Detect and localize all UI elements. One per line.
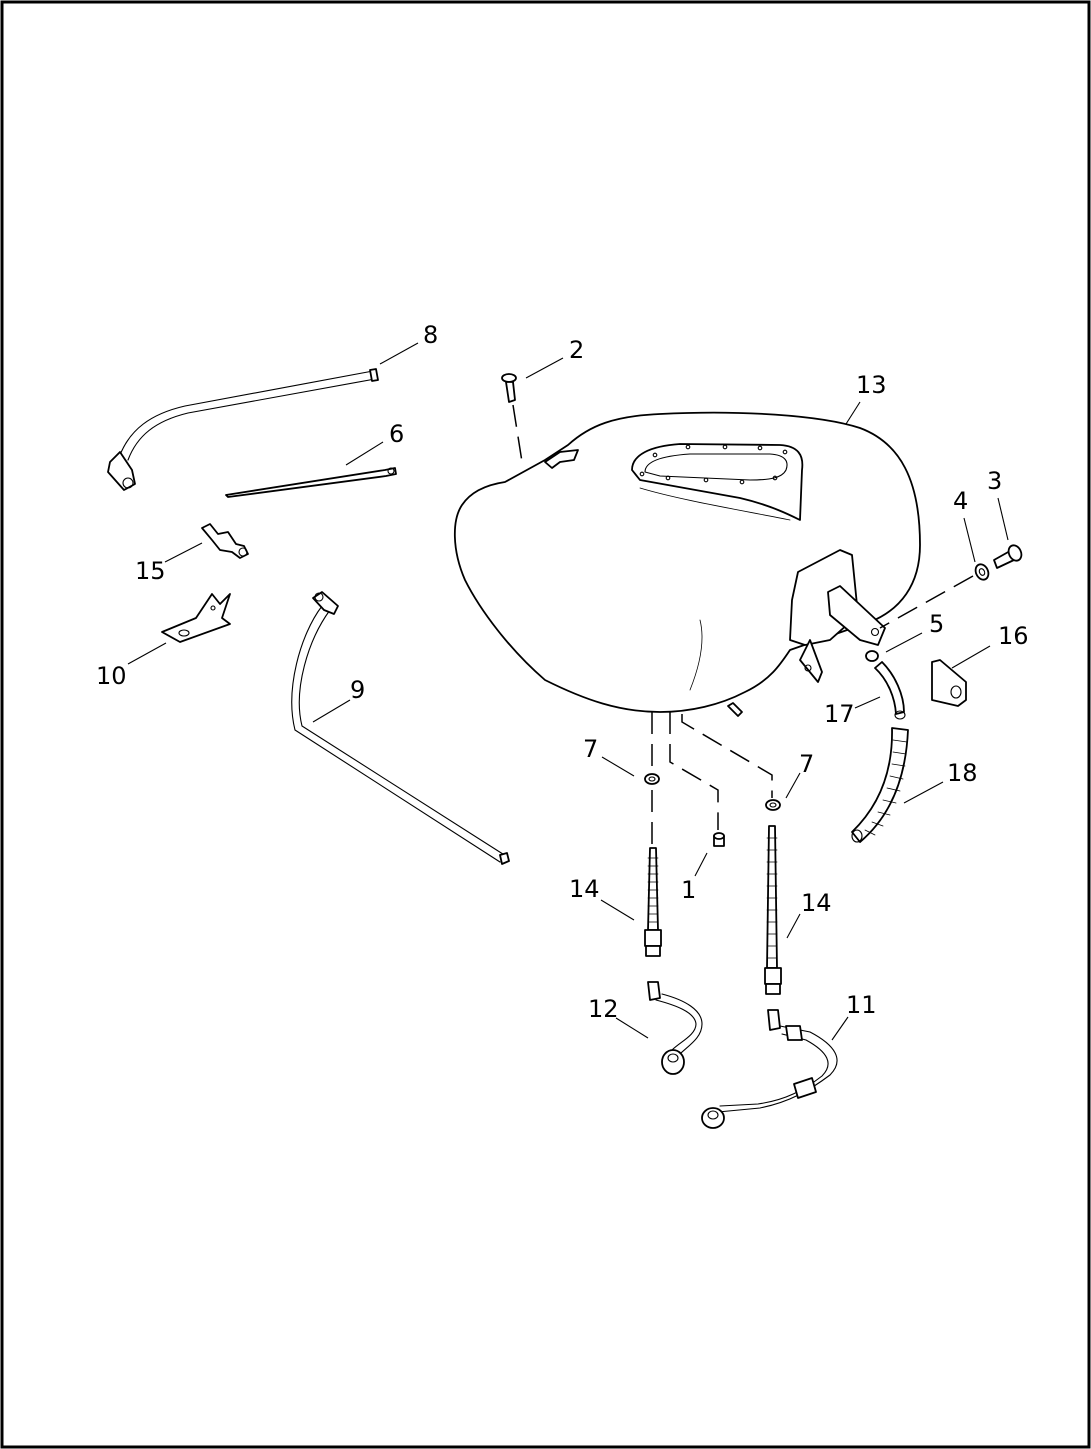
part-9-hose: [291, 591, 510, 865]
part-10-bracket: [161, 593, 231, 643]
callout-10: 10: [96, 662, 127, 690]
leader-lines: [127, 342, 1009, 1041]
callout-9: 9: [350, 676, 365, 704]
part-15-valve: [201, 523, 249, 559]
callout-14-left: 14: [569, 875, 600, 903]
callout-1: 1: [681, 876, 696, 904]
callout-7-left: 7: [583, 735, 598, 763]
part-5-clamp: [865, 650, 879, 662]
callout-11: 11: [846, 991, 877, 1019]
part-18-sleeve: [851, 727, 909, 843]
callout-15: 15: [135, 557, 166, 585]
part-13-oil-tank: [453, 411, 921, 717]
callout-18: 18: [947, 759, 978, 787]
part-11-line: [701, 1009, 838, 1129]
part-8-hose: [107, 368, 379, 491]
callout-3: 3: [987, 467, 1002, 495]
part-1-plug: [713, 832, 725, 847]
part-7-seal-left: [644, 773, 660, 785]
part-14-fitting-left: [644, 847, 662, 957]
callout-6: 6: [389, 420, 404, 448]
part-17-hose: [874, 661, 906, 720]
part-6-cable-strap: [225, 467, 397, 498]
part-7-seal-right: [765, 799, 781, 811]
part-4-washer: [879, 563, 990, 629]
drain-paths: [651, 712, 773, 845]
part-16-plate: [931, 659, 967, 707]
part-12-line: [647, 981, 703, 1075]
part-3-screw: [993, 544, 1023, 569]
part-14-fitting-right: [764, 825, 782, 995]
callout-12: 12: [588, 995, 619, 1023]
callout-labels: 8 2 13 6 3 4 15 5 16 10 9 17 7 7 18 1 14…: [96, 321, 1029, 1023]
callout-7-right: 7: [799, 750, 814, 778]
callout-8: 8: [423, 321, 438, 349]
callout-2: 2: [569, 336, 584, 364]
callout-16: 16: [998, 622, 1029, 650]
callout-4: 4: [953, 487, 968, 515]
callout-13: 13: [856, 371, 887, 399]
part-2-screw: [501, 373, 524, 469]
callout-5: 5: [929, 610, 944, 638]
callout-14-right: 14: [801, 889, 832, 917]
callout-17: 17: [824, 700, 855, 728]
